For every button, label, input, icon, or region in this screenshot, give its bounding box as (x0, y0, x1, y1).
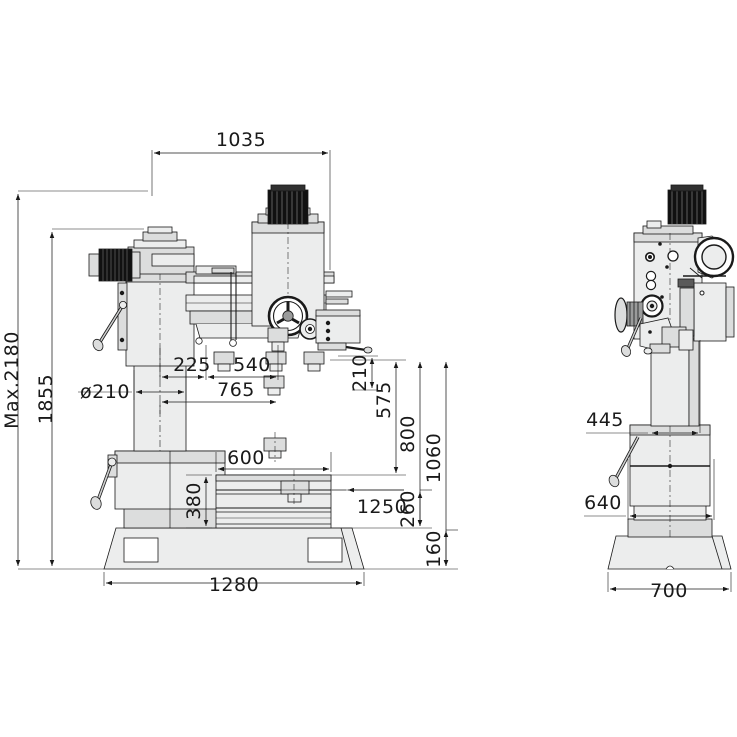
dim-1280: 1280 (209, 574, 259, 596)
side-table-bracket (639, 317, 694, 355)
front-head-housing (117, 272, 195, 367)
dim-765: 765 (217, 379, 255, 401)
front-lower-lever (90, 457, 117, 510)
side-head-motor (667, 184, 707, 225)
front-column-base (107, 450, 226, 529)
front-worktable (215, 470, 332, 529)
dim-max-2180: Max.2180 (1, 331, 23, 429)
side-base (607, 535, 732, 570)
front-base (103, 527, 365, 570)
dim-1060: 1060 (423, 433, 445, 483)
front-spindle-stubs (213, 327, 325, 462)
side-column-foot (627, 424, 713, 538)
dim-1250: 1250 (357, 496, 407, 518)
dim-diameter-210: ø210 (80, 381, 130, 403)
front-head-motor (267, 184, 309, 225)
dim-445: 445 (586, 409, 624, 431)
dim-1035: 1035 (216, 129, 266, 151)
dim-225: 225 (173, 354, 211, 376)
dim-210-head: 210 (349, 354, 371, 392)
front-upper-lever (92, 300, 128, 352)
side-view (607, 184, 735, 570)
dim-260: 260 (397, 490, 419, 528)
dim-640: 640 (584, 492, 622, 514)
side-belt-housing (689, 235, 735, 279)
front-view (88, 184, 373, 570)
dim-160: 160 (423, 530, 445, 568)
dim-800: 800 (397, 415, 419, 453)
side-dimension-lines (584, 340, 732, 592)
front-left-motor (88, 248, 141, 282)
dim-575: 575 (373, 381, 395, 419)
dim-380: 380 (183, 482, 205, 520)
dim-1855: 1855 (35, 374, 57, 424)
dim-600: 600 (227, 447, 265, 469)
side-lever (608, 436, 640, 488)
front-handwheel (267, 295, 309, 337)
dimension-labels: 1035 Max.2180 1855 ø210 225 540 765 210 … (1, 129, 688, 602)
front-dimension-lines (15, 150, 458, 586)
side-feed-handwheel (640, 294, 664, 318)
front-control-box (315, 290, 373, 354)
dim-540: 540 (233, 354, 271, 376)
dim-700: 700 (650, 580, 688, 602)
side-crank-wheel (614, 297, 644, 357)
front-pilot-wheel (299, 318, 321, 340)
